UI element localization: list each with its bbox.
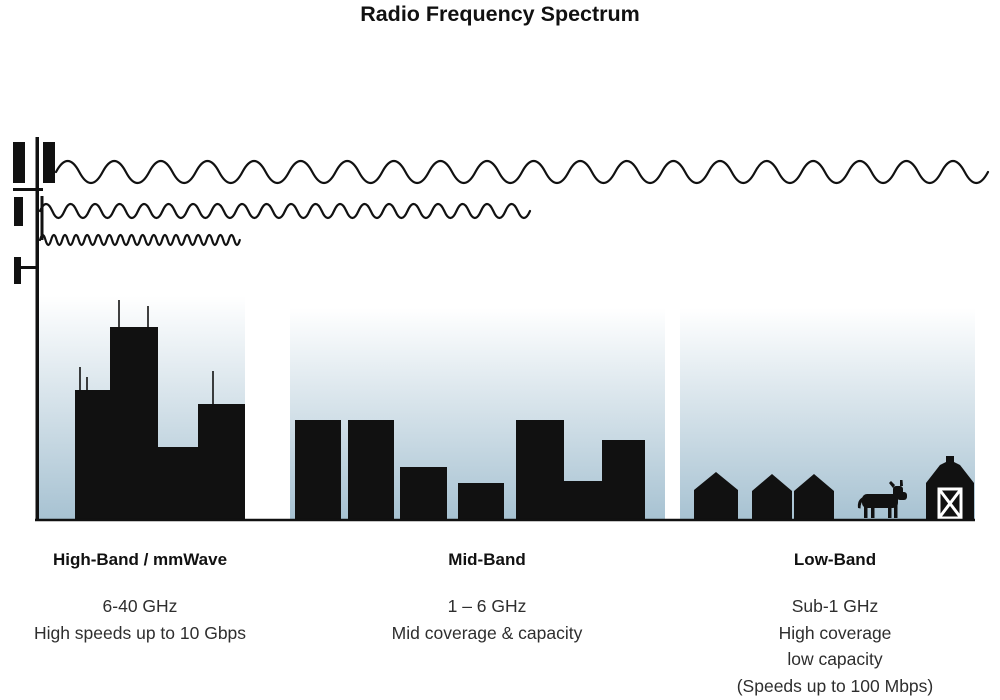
page-title: Radio Frequency Spectrum [360, 2, 640, 26]
wave-mid-band-icon [38, 202, 532, 220]
band-description: low capacity [787, 649, 883, 669]
house-icon [752, 474, 792, 520]
skyline-mid-band [295, 420, 645, 520]
spectrum-illustration [13, 137, 990, 522]
band-frequency: 1 – 6 GHz [447, 596, 527, 616]
barn-icon [926, 456, 974, 520]
band-frequency: Sub-1 GHz [791, 596, 879, 616]
band-name: Low-Band [793, 550, 877, 569]
skyline-high-band [75, 300, 245, 520]
band-frequency: 6-40 GHz [102, 596, 178, 616]
band-description: High coverage [778, 622, 892, 643]
cell-tower-icon [13, 137, 55, 520]
label-block-low-band: Low-Band Sub-1 GHz High coverage low cap… [685, 550, 985, 699]
label-block-high-band: High-Band / mmWave 6-40 GHz High speeds … [0, 550, 290, 646]
cow-icon [857, 480, 907, 518]
band-name: Mid-Band [448, 550, 526, 569]
wave-high-band-icon [38, 233, 241, 247]
band-description: High speeds up to 10 Gbps [33, 622, 247, 643]
band-name: High-Band / mmWave [52, 550, 228, 569]
house-icon [694, 472, 738, 520]
band-description: (Speeds up to 100 Mbps) [736, 675, 934, 696]
house-icon [794, 474, 834, 520]
band-description: Mid coverage & capacity [391, 622, 583, 643]
wave-low-band-icon [54, 159, 990, 185]
label-block-mid-band: Mid-Band 1 – 6 GHz Mid coverage & capaci… [337, 550, 637, 646]
village-low-band [694, 456, 974, 520]
barn-door-icon [937, 487, 963, 520]
